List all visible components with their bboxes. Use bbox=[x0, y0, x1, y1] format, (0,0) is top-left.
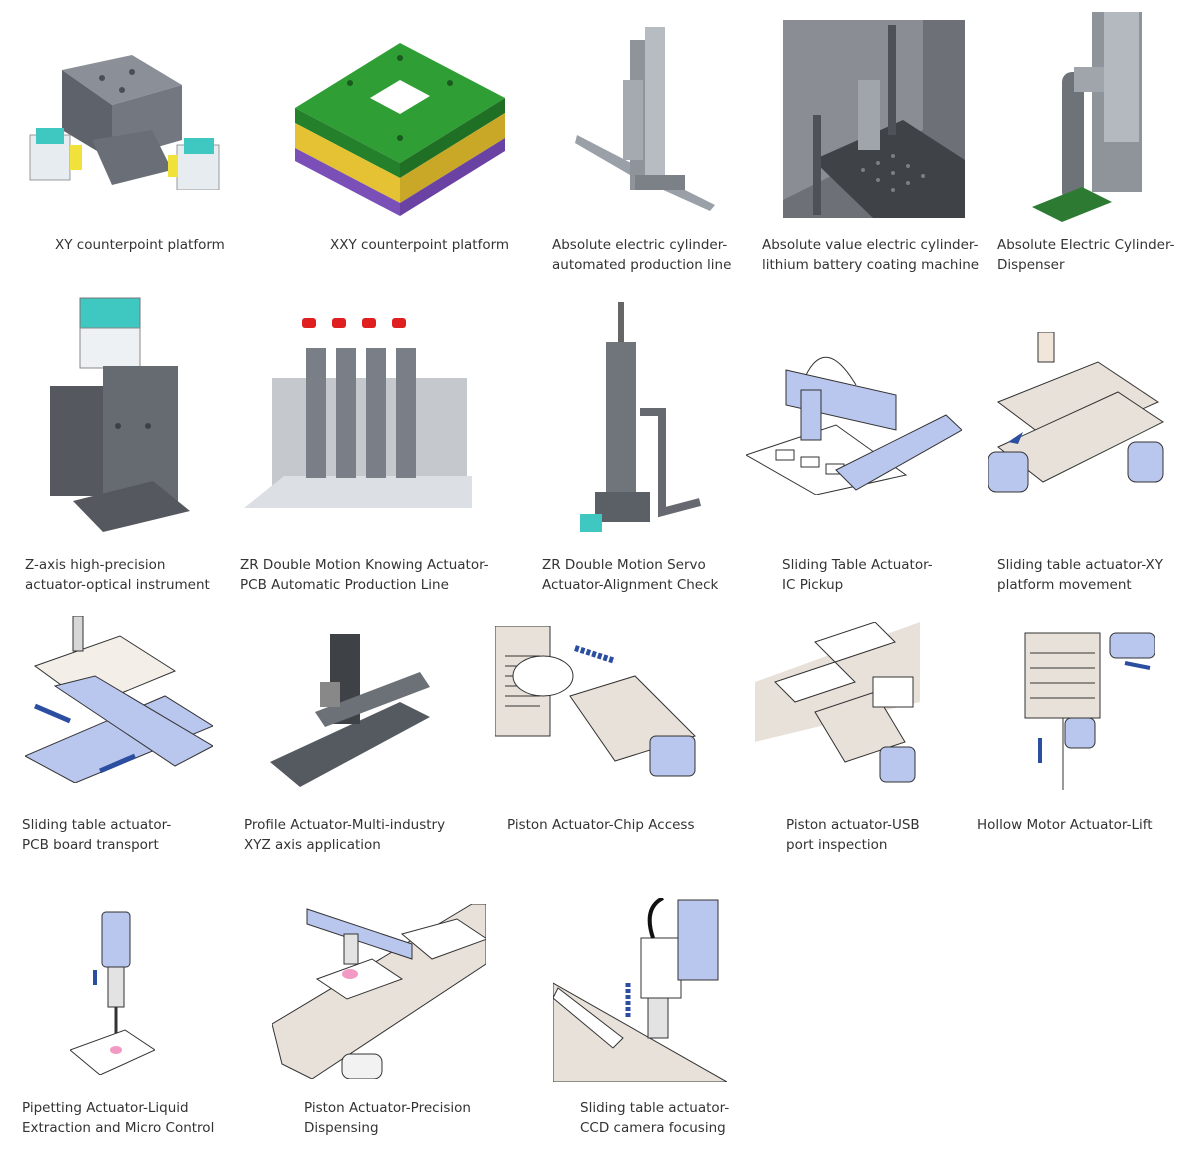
caption-zr-pcb: ZR Double Motion Knowing Actuator-PCB Au… bbox=[240, 557, 489, 593]
caption-ccd-focusing: Sliding table actuator-CCD camera focusi… bbox=[580, 1100, 730, 1136]
chip-access-illustration bbox=[495, 626, 699, 780]
pipetting-illustration bbox=[70, 910, 155, 1075]
battery-coating-illustration bbox=[783, 20, 965, 218]
xy-movement-illustration bbox=[988, 332, 1166, 500]
zr-alignment-illustration bbox=[580, 302, 702, 534]
electric-cylinder-line-illustration bbox=[575, 25, 720, 215]
xxy-platform-illustration bbox=[290, 38, 510, 218]
caption-xxy-platform: XXY counterpoint platform bbox=[330, 237, 510, 253]
xy-platform-illustration bbox=[22, 50, 227, 190]
caption-cylinder-battery: Absolute value electric cylinder-lithium… bbox=[762, 237, 980, 273]
profile-xyz-illustration bbox=[270, 632, 435, 787]
caption-chip-access: Piston Actuator-Chip Access bbox=[507, 817, 695, 833]
caption-cylinder-line: Absolute electric cylinder-automated pro… bbox=[552, 237, 732, 273]
pcb-transport-illustration bbox=[25, 616, 213, 783]
hollow-lift-illustration bbox=[975, 628, 1155, 790]
caption-ic-pickup: Sliding Table Actuator-IC Pickup bbox=[782, 557, 933, 593]
zr-pcb-line-illustration bbox=[244, 316, 472, 508]
caption-xy-platform: XY counterpoint platform bbox=[55, 237, 225, 253]
caption-cylinder-dispenser: Absolute Electric Cylinder-Dispenser bbox=[997, 237, 1175, 273]
cylinder-dispenser-illustration bbox=[1032, 12, 1150, 222]
precision-dispensing-illustration bbox=[272, 904, 486, 1079]
ccd-focusing-illustration bbox=[553, 898, 727, 1082]
caption-hollow-lift: Hollow Motor Actuator-Lift bbox=[977, 817, 1153, 833]
caption-pcb-transport: Sliding table actuator-PCB board transpo… bbox=[22, 817, 172, 853]
usb-inspection-illustration bbox=[755, 622, 920, 784]
z-axis-actuator-illustration bbox=[48, 296, 190, 532]
ic-pickup-illustration bbox=[746, 345, 962, 495]
